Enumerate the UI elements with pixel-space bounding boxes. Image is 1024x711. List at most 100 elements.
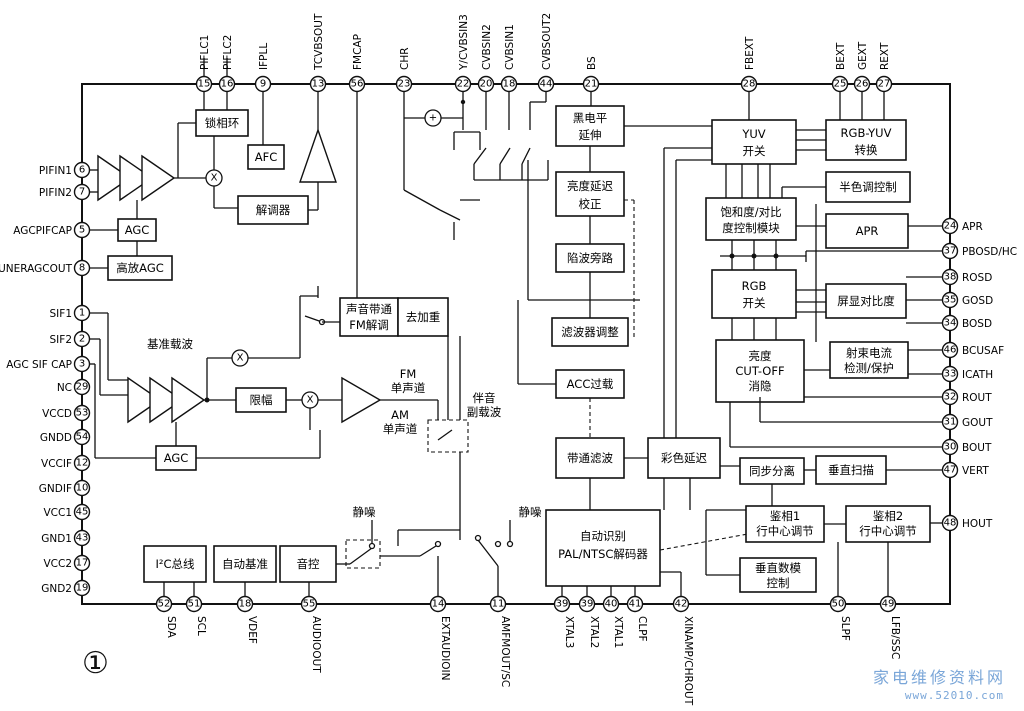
svg-text:校正: 校正 — [579, 197, 602, 211]
svg-text:RGB-YUV: RGB-YUV — [841, 126, 892, 140]
svg-text:FBEXT: FBEXT — [744, 36, 756, 70]
svg-text:7: 7 — [79, 187, 85, 198]
svg-text:ICATH: ICATH — [962, 369, 993, 381]
apr-block: APR — [825, 213, 909, 249]
svg-text:9: 9 — [260, 79, 266, 90]
svg-text:33: 33 — [944, 369, 957, 380]
svg-text:单声道: 单声道 — [383, 422, 418, 436]
svg-text:彩色延迟: 彩色延迟 — [661, 451, 707, 465]
svg-text:SIF1: SIF1 — [50, 308, 72, 320]
svg-text:行中心调节: 行中心调节 — [859, 524, 917, 538]
svg-text:AGCPIFCAP: AGCPIFCAP — [13, 225, 72, 237]
svg-text:单声道: 单声道 — [391, 381, 426, 395]
svg-text:1: 1 — [79, 308, 85, 319]
pins-top: 15 PIFLC1 16 PIFLC2 9 IFPLL 13 TCVBSOUT … — [195, 13, 893, 93]
svg-text:射束电流: 射束电流 — [846, 346, 892, 360]
pin-left-8: 8TUNERAGCOUT — [0, 259, 91, 277]
sync-sep-block: 同步分离 — [739, 457, 805, 485]
svg-text:5: 5 — [79, 225, 85, 236]
sat-ctrl-block: 饱和度/对比 度控制模块 — [705, 197, 797, 241]
pin-top-18: 18 CVBSIN1 — [500, 24, 518, 93]
svg-text:10: 10 — [76, 483, 89, 494]
demod-block: 解调器 — [237, 195, 309, 225]
svg-text:47: 47 — [944, 465, 957, 476]
svg-text:34: 34 — [944, 318, 957, 329]
svg-text:18: 18 — [239, 599, 252, 610]
svg-text:GEXT: GEXT — [857, 41, 869, 70]
svg-text:26: 26 — [856, 79, 869, 90]
svg-text:25: 25 — [834, 79, 847, 90]
svg-text:VCCIF: VCCIF — [41, 458, 72, 470]
svg-text:30: 30 — [944, 442, 957, 453]
svg-text:X: X — [237, 353, 244, 364]
pin-top-13: 13 TCVBSOUT — [309, 13, 327, 93]
hi-agc-block: 高放AGC — [107, 255, 173, 281]
pin-left-6: 6 PIFIN1 — [39, 161, 91, 179]
svg-text:BEXT: BEXT — [835, 42, 847, 70]
svg-text:37: 37 — [944, 246, 957, 257]
vscan-block: 垂直扫描 — [815, 455, 887, 485]
svg-text:饱和度/对比: 饱和度/对比 — [720, 205, 781, 219]
rgb-yuv-block: RGB-YUV 转换 — [825, 119, 907, 161]
figure-number: ① — [82, 646, 109, 681]
svg-text:15: 15 — [198, 79, 211, 90]
svg-text:锁相环: 锁相环 — [205, 116, 240, 130]
svg-text:开关: 开关 — [743, 296, 766, 310]
svg-text:6: 6 — [79, 165, 85, 176]
svg-text:鉴相1: 鉴相1 — [770, 509, 800, 523]
pin-right-47: 47 VERT — [941, 461, 989, 479]
svg-text:49: 49 — [882, 599, 895, 610]
afc-block: AFC — [247, 144, 285, 170]
vcount-block: 垂直数模 控制 — [739, 557, 817, 593]
cutoff-block: 亮度 CUT-OFF 消隐 — [715, 339, 805, 403]
svg-text:控制: 控制 — [767, 576, 790, 590]
svg-text:SDA: SDA — [165, 616, 177, 639]
pin-left-5: 5 AGCPIFCAP — [13, 221, 91, 239]
svg-text:17: 17 — [76, 558, 89, 569]
svg-text:亮度延迟: 亮度延迟 — [567, 179, 613, 193]
svg-text:GND1: GND1 — [41, 533, 72, 545]
pif-amplifier-chain — [90, 154, 206, 202]
svg-text:AM: AM — [391, 408, 409, 422]
rgb-switch-block: RGB 开关 — [711, 269, 797, 319]
svg-text:声音带通: 声音带通 — [346, 302, 392, 316]
svg-text:AGC: AGC — [125, 223, 150, 237]
watermark-text: 家电维修资料网 — [872, 668, 1006, 687]
svg-text:VERT: VERT — [962, 465, 989, 477]
svg-text:伴音: 伴音 — [473, 391, 496, 405]
svg-text:EXTAUDIOIN: EXTAUDIOIN — [439, 616, 451, 681]
decoder-block: 自动识别 PAL/NTSC解码器 — [545, 509, 661, 587]
svg-text:APR: APR — [962, 221, 983, 233]
svg-text:FM: FM — [400, 367, 417, 381]
svg-text:19: 19 — [76, 583, 89, 594]
svg-text:50: 50 — [832, 599, 845, 610]
svg-text:副载波: 副载波 — [467, 405, 502, 419]
svg-text:22: 22 — [457, 79, 470, 90]
svg-text:AMFMOUT/SC: AMFMOUT/SC — [499, 616, 511, 687]
svg-text:VCC2: VCC2 — [43, 558, 72, 570]
svg-text:PIFIN1: PIFIN1 — [39, 165, 72, 177]
svg-text:自动识别: 自动识别 — [580, 529, 626, 543]
svg-text:SIF2: SIF2 — [50, 334, 72, 346]
tone-block: 音控 — [279, 545, 337, 583]
svg-text:AGC SIF CAP: AGC SIF CAP — [6, 359, 72, 371]
svg-text:GNDD: GNDD — [40, 432, 72, 444]
acc-overload-block: ACC过载 — [555, 369, 625, 399]
svg-text:带通滤波: 带通滤波 — [567, 451, 613, 465]
svg-text:XINAMP/CHROUT: XINAMP/CHROUT — [682, 616, 694, 706]
svg-text:XTAL3: XTAL3 — [563, 616, 575, 648]
